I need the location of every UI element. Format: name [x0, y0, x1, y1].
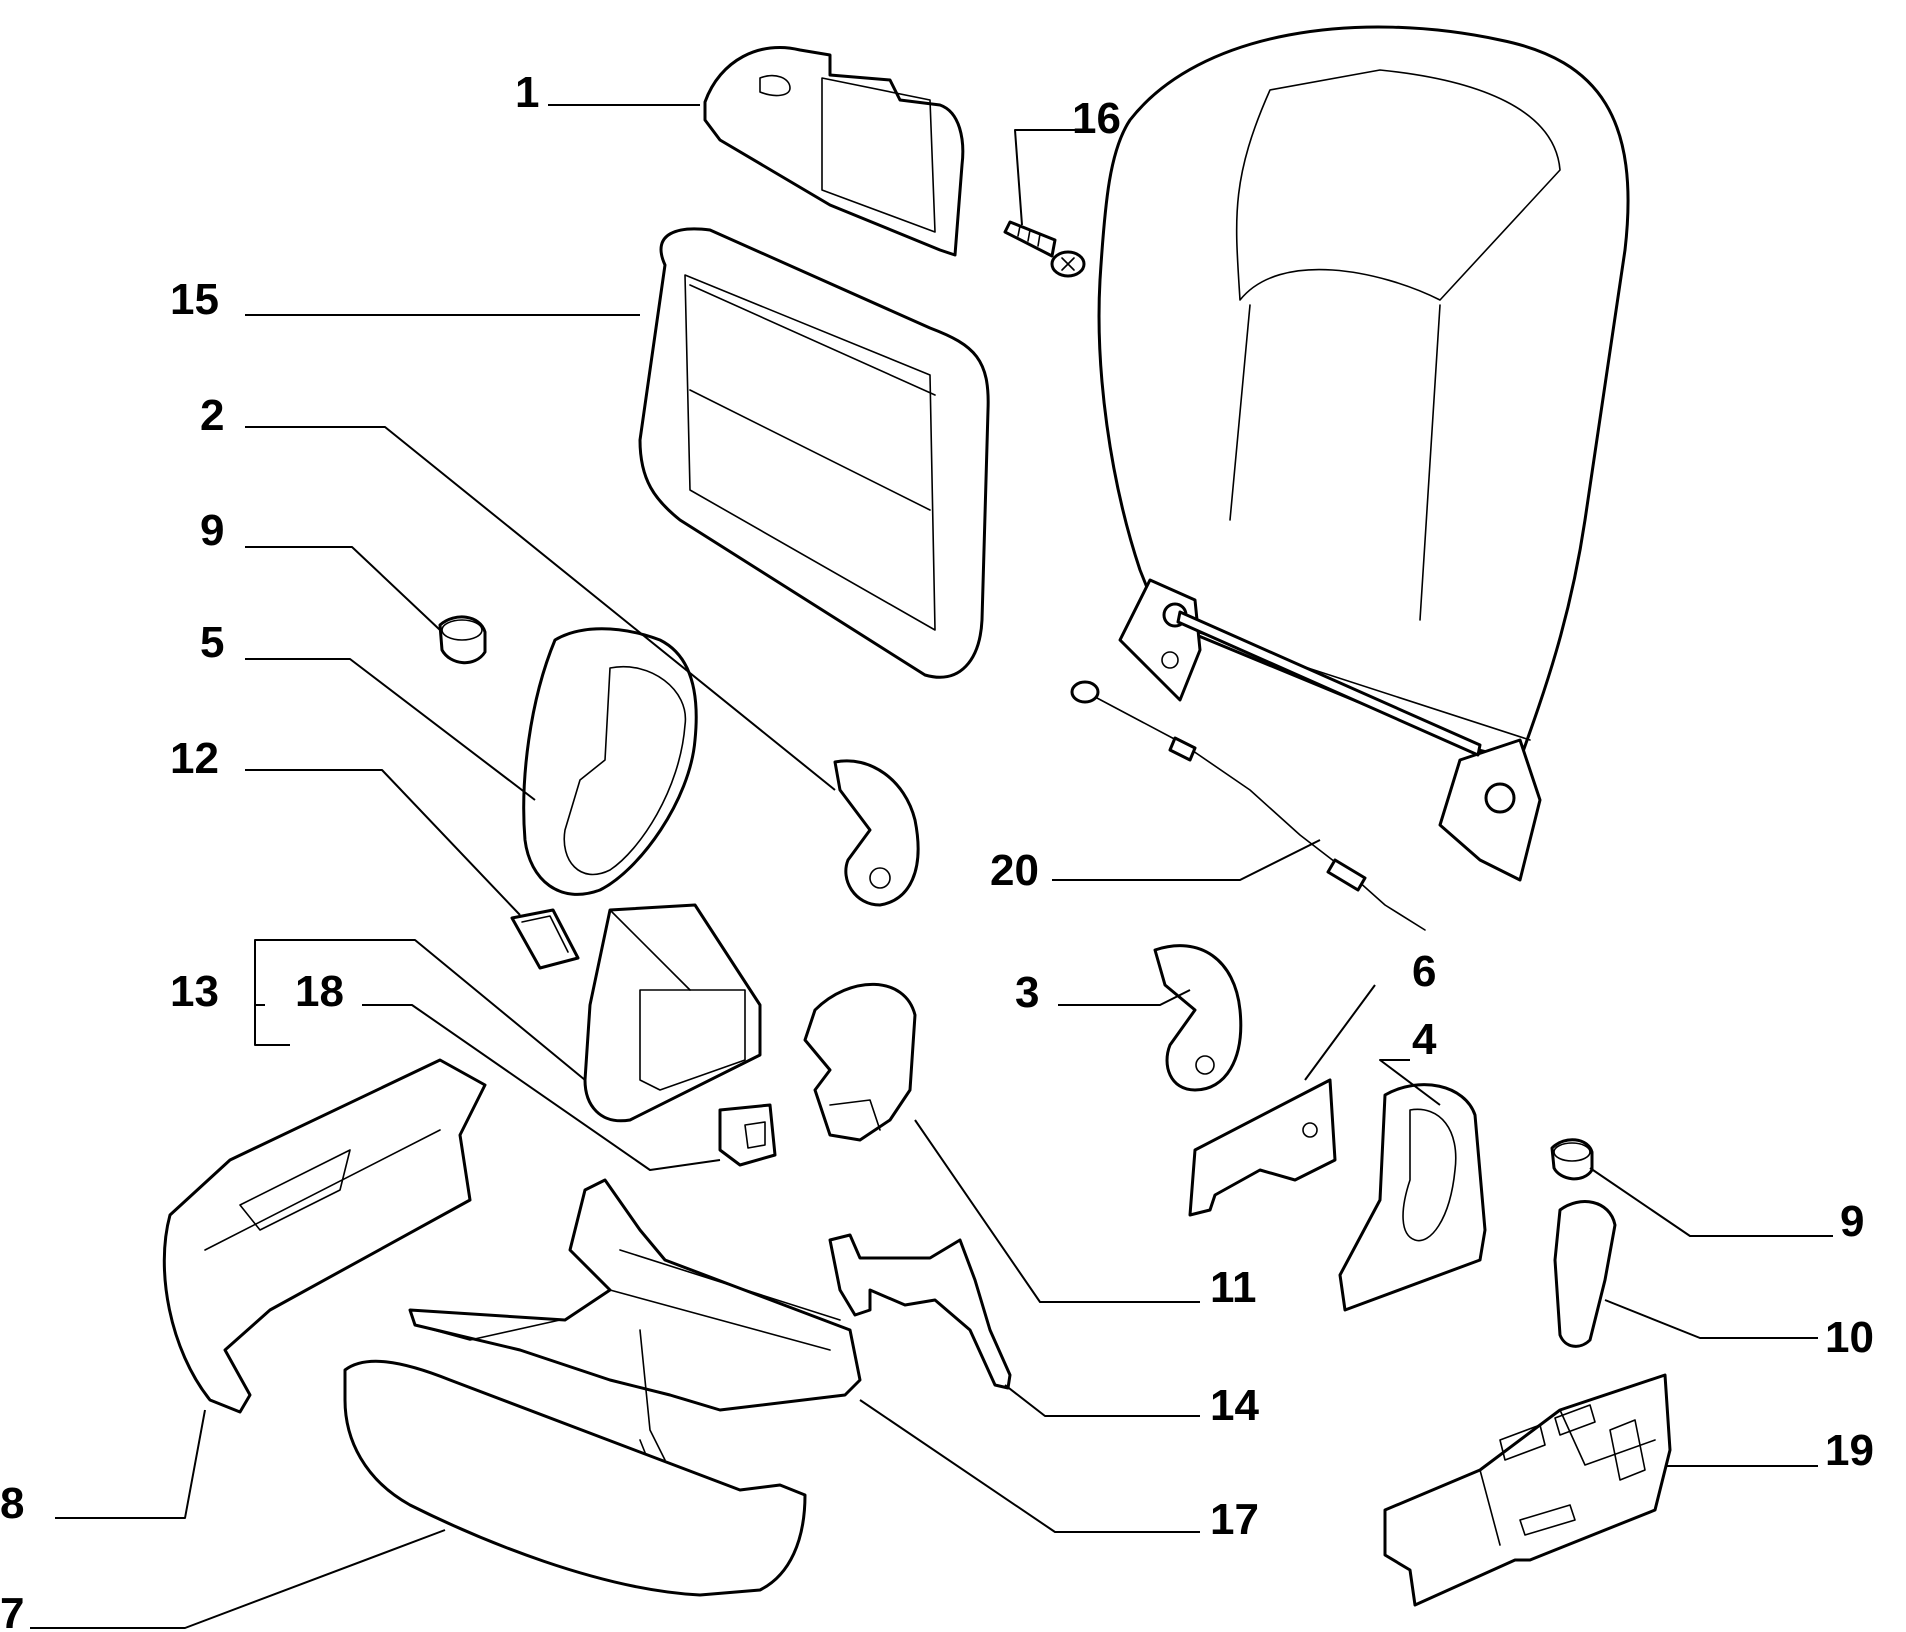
label-7: 7: [0, 1589, 24, 1632]
label-18: 18: [295, 967, 344, 1016]
label-9-left: 9: [200, 506, 224, 555]
part-9-bushing-right: [1550, 1138, 1594, 1181]
label-13: 13: [170, 967, 219, 1016]
part-12-clip: [510, 908, 580, 970]
part-16-screw: [1003, 220, 1086, 278]
label-6: 6: [1412, 947, 1436, 996]
label-11: 11: [1210, 1263, 1257, 1312]
label-20: 20: [990, 846, 1039, 895]
part-7-front-trim: [343, 1359, 807, 1597]
label-14: 14: [1210, 1381, 1259, 1430]
callout-labels: 1 16 15 2 9 5 12 13 18 20 3 6 4 9 10 19 …: [0, 68, 1874, 1632]
part-5-side-cover: [522, 627, 698, 896]
label-2: 2: [200, 391, 224, 440]
part-20-cable: [1070, 680, 1426, 931]
part-11-bracket: [803, 982, 917, 1142]
part-2-lever-bracket: [833, 759, 920, 907]
part-13-side-housing: [583, 903, 762, 1123]
label-3: 3: [1015, 968, 1039, 1017]
seat-backrest-frame: [1097, 25, 1630, 882]
leader-lines: [30, 104, 1833, 1629]
label-15: 15: [170, 275, 219, 324]
part-18-block: [718, 1103, 777, 1167]
part-19-switch-module: [1383, 1373, 1672, 1607]
part-14-bracket: [828, 1233, 1012, 1390]
part-1-rear-panel: [703, 45, 965, 257]
label-19: 19: [1825, 1426, 1874, 1475]
part-6-plate: [1188, 1078, 1337, 1217]
label-1: 1: [515, 68, 539, 117]
part-10-knob: [1553, 1200, 1617, 1348]
part-9-bushing-left: [438, 615, 487, 665]
label-10: 10: [1825, 1313, 1874, 1362]
part-8-side-trim: [162, 1058, 487, 1414]
label-8: 8: [0, 1479, 24, 1528]
label-5: 5: [200, 618, 224, 667]
label-9-right: 9: [1840, 1197, 1864, 1246]
label-16: 16: [1072, 94, 1121, 143]
part-4-side-bracket: [1338, 1083, 1487, 1312]
label-12: 12: [170, 734, 219, 783]
label-17: 17: [1210, 1495, 1259, 1544]
part-3-bracket: [1153, 944, 1243, 1092]
label-4: 4: [1412, 1015, 1437, 1064]
part-15-back-cushion: [638, 227, 990, 679]
